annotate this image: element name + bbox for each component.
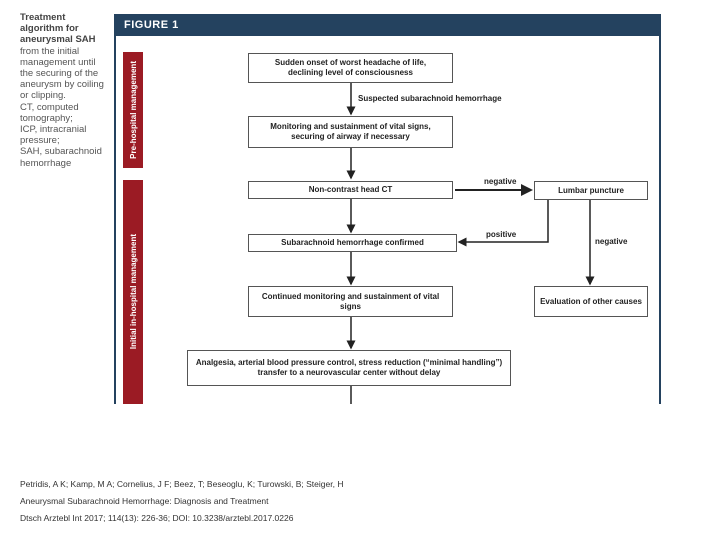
box-text: Lumbar puncture (558, 185, 624, 195)
figure-caption: Treatment algorithm for aneurysmal SAH f… (20, 12, 115, 169)
box-text: Continued monitoring and sustainment of … (261, 291, 440, 311)
caption-line: the securing of the (20, 68, 99, 80)
caption-line: or clipping. (20, 90, 66, 102)
box-text: Monitoring and sustainment of vital sign… (270, 122, 431, 131)
figure-canvas (114, 36, 661, 404)
box-text: Non-contrast head CT (308, 185, 393, 194)
label-negative-lp: negative (595, 237, 628, 246)
phase-bar-pre-hospital: Pre-hospital management (123, 52, 143, 168)
box-text: Analgesia, arterial blood pressure contr… (195, 358, 503, 367)
caption-line: hemorrhage (20, 157, 72, 169)
box-text: Sudden onset of worst headache of life, (274, 58, 427, 67)
citation-authors: Petridis, A K; Kamp, M A; Cornelius, J F… (20, 479, 344, 489)
box-non-contrast-ct: Non-contrast head CT (248, 181, 453, 199)
caption-title-line: Treatment (20, 12, 66, 23)
citation-title: Aneurysmal Subarachnoid Hemorrhage: Diag… (20, 496, 269, 506)
box-text: Subarachnoid hemorrhage confirmed (281, 238, 424, 247)
label-positive-lp: positive (486, 230, 517, 239)
caption-line: management until (20, 56, 96, 68)
box-continued-monitoring: Continued monitoring and sustainment of … (248, 286, 453, 317)
caption-line: tomography; (20, 112, 73, 124)
box-text: securing of airway if necessary (291, 132, 410, 141)
box-lumbar-puncture: Lumbar puncture (534, 181, 648, 200)
label-suspected-sah: Suspected subarachnoid hemorrhage (358, 94, 502, 103)
box-text: declining level of consciousness (288, 68, 413, 77)
arrow-lumbar-to-sah (457, 200, 549, 247)
figure-border-right (659, 36, 661, 404)
box-other-causes: Evaluation of other causes (534, 286, 648, 317)
box-monitoring: Monitoring and sustainment of vital sign… (248, 116, 453, 148)
caption-line: CT, computed (20, 101, 79, 113)
box-sah-confirmed: Subarachnoid hemorrhage confirmed (248, 234, 457, 252)
figure-border-left (114, 36, 116, 404)
box-sudden-onset: Sudden onset of worst headache of life, … (248, 53, 453, 83)
caption-line: aneurysm by coiling (20, 79, 104, 91)
citation-journal: Dtsch Arztebl Int 2017; 114(13): 226-36;… (20, 513, 294, 523)
caption-line: ICP, intracranial (20, 124, 87, 136)
label-negative-ct: negative (484, 177, 517, 186)
caption-line: from the initial (20, 45, 80, 57)
box-analgesia: Analgesia, arterial blood pressure contr… (187, 350, 511, 386)
figure-title: FIGURE 1 (114, 14, 661, 36)
box-text: Evaluation of other causes (540, 296, 642, 306)
phase-bar-in-hospital: Initial in-hospital management (123, 180, 143, 404)
caption-line: pressure; (20, 135, 60, 147)
caption-title-line: aneurysmal SAH (20, 34, 96, 46)
box-text: transfer to a neurovascular center witho… (257, 368, 441, 377)
caption-line: SAH, subarachnoid (20, 146, 102, 158)
caption-title-line: algorithm for (20, 23, 79, 35)
citation: Petridis, A K; Kamp, M A; Cornelius, J F… (20, 476, 343, 527)
